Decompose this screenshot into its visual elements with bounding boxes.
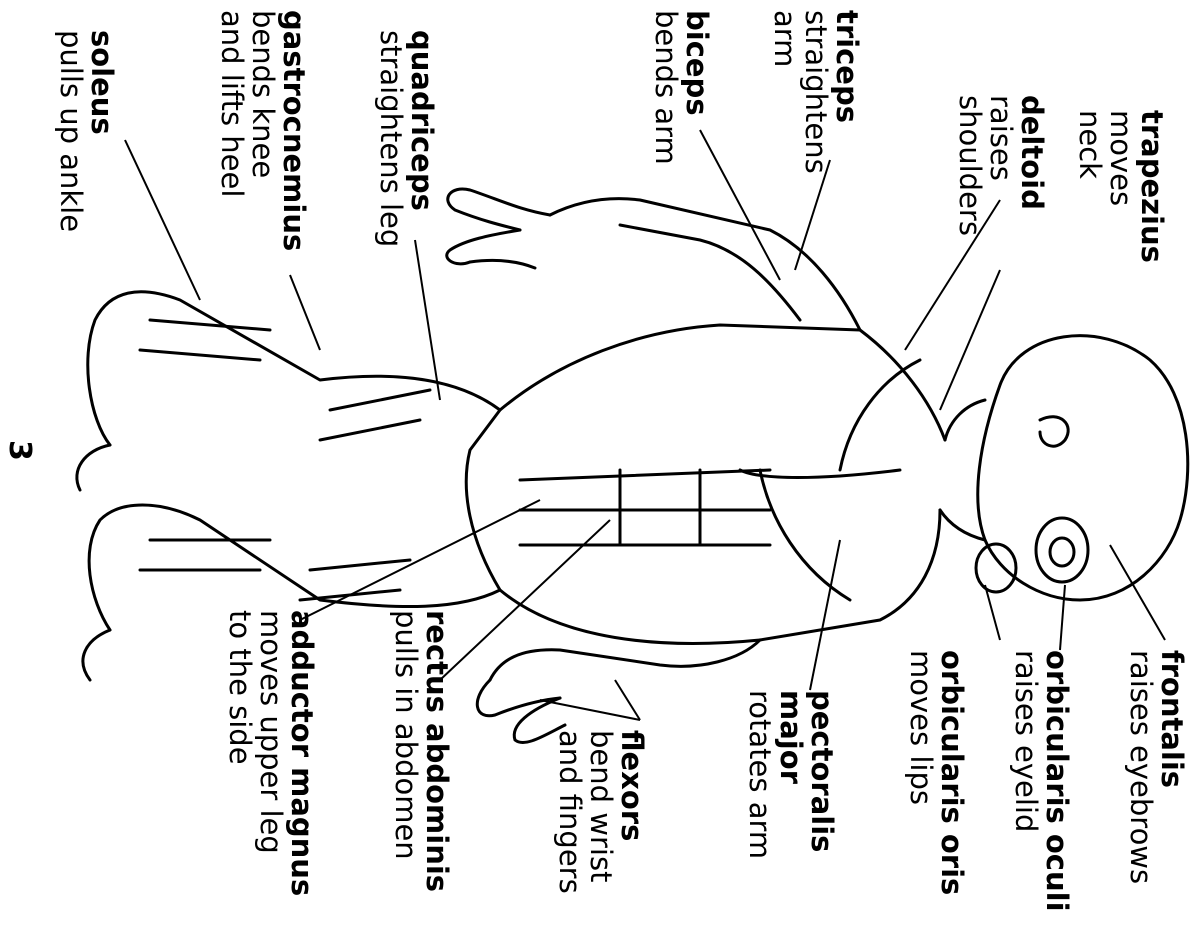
muscle-name: biceps	[681, 10, 712, 165]
label-deltoid: deltoid raises shoulders	[954, 95, 1047, 236]
muscle-name: gastrocnemius	[278, 10, 309, 251]
label-pectoralis-major: pectoralis major rotates arm	[744, 690, 837, 859]
label-quadriceps: quadriceps straightens leg	[375, 30, 437, 247]
muscle-function: neck	[1074, 110, 1105, 263]
muscle-name: quadriceps	[406, 30, 437, 247]
muscle-function: and fingers	[554, 730, 585, 894]
label-orbicularis-oris: orbicularis oris moves lips	[905, 650, 967, 895]
label-soleus: soleus pulls up ankle	[55, 30, 117, 232]
muscle-function: bend wrist	[585, 730, 616, 894]
muscle-name: orbicularis oculi	[1041, 650, 1072, 912]
muscle-function: rotates arm	[744, 690, 775, 859]
muscle-function: straightens	[800, 10, 831, 174]
muscle-name: pectoralis	[806, 690, 837, 859]
muscle-name: rectus abdominis	[421, 610, 452, 892]
label-orbicularis-oculi: orbicularis oculi raises eyelid	[1010, 650, 1072, 912]
muscle-name: frontalis	[1156, 650, 1187, 884]
muscle-function: pulls up ankle	[55, 30, 86, 232]
muscle-function: raises	[985, 95, 1016, 236]
muscle-function: moves lips	[905, 650, 936, 895]
label-rectus-abdominis: rectus abdominis pulls in abdomen	[390, 610, 452, 892]
muscle-name: major	[775, 690, 806, 859]
muscle-function: pulls in abdomen	[390, 610, 421, 892]
muscle-function: moves upper leg	[255, 610, 286, 896]
muscle-function: straightens leg	[375, 30, 406, 247]
muscle-function: bends arm	[650, 10, 681, 165]
label-biceps: biceps bends arm	[650, 10, 712, 165]
muscle-name: deltoid	[1016, 95, 1047, 236]
label-flexors: flexors bend wrist and fingers	[554, 730, 647, 894]
muscle-name: trapezius	[1136, 110, 1167, 263]
muscle-function: shoulders	[954, 95, 985, 236]
muscle-name: orbicularis oris	[936, 650, 967, 895]
muscle-name: triceps	[831, 10, 862, 174]
muscle-function: raises eyelid	[1010, 650, 1041, 912]
label-gastrocnemius: gastrocnemius bends knee and lifts heel	[216, 10, 309, 251]
label-adductor-magnus: adductor magnus moves upper leg to the s…	[224, 610, 317, 896]
muscle-function: moves	[1105, 110, 1136, 263]
muscle-function: raises eyebrows	[1125, 650, 1156, 884]
muscle-function: and lifts heel	[216, 10, 247, 251]
label-triceps: triceps straightens arm	[769, 10, 862, 174]
muscle-name: adductor magnus	[286, 610, 317, 896]
page-number: 3	[2, 440, 37, 461]
muscle-name: soleus	[86, 30, 117, 232]
label-trapezius: trapezius moves neck	[1074, 110, 1167, 263]
muscle-name: flexors	[616, 730, 647, 894]
label-frontalis: frontalis raises eyebrows	[1125, 650, 1187, 884]
muscle-function: arm	[769, 10, 800, 174]
muscle-function: to the side	[224, 610, 255, 896]
muscle-function: bends knee	[247, 10, 278, 251]
